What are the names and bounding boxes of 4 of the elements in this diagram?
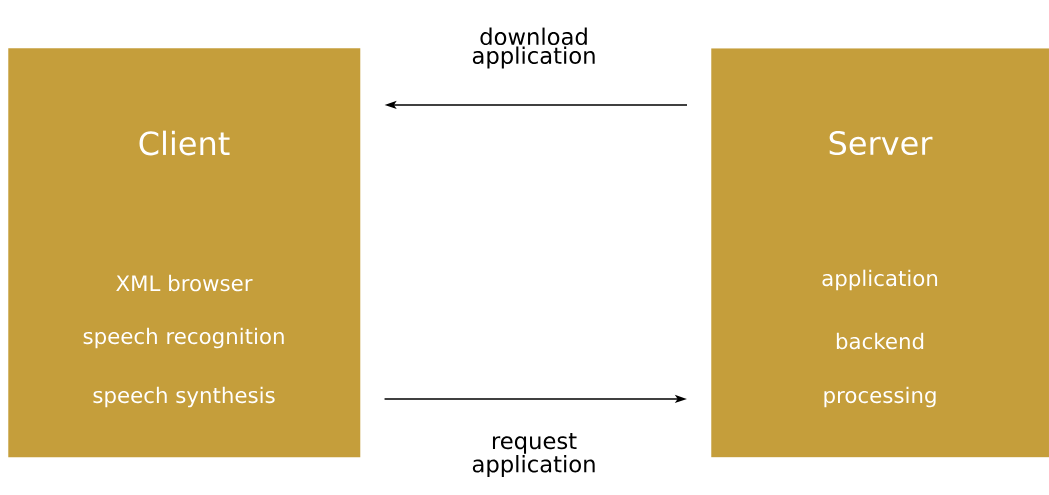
server-box: Server application backend processing [711, 48, 1049, 458]
edge-label: request application [472, 433, 595, 477]
edge-label: download application [472, 27, 595, 69]
client-box: Client XML browser speech recognition speech synthesis [8, 48, 361, 458]
